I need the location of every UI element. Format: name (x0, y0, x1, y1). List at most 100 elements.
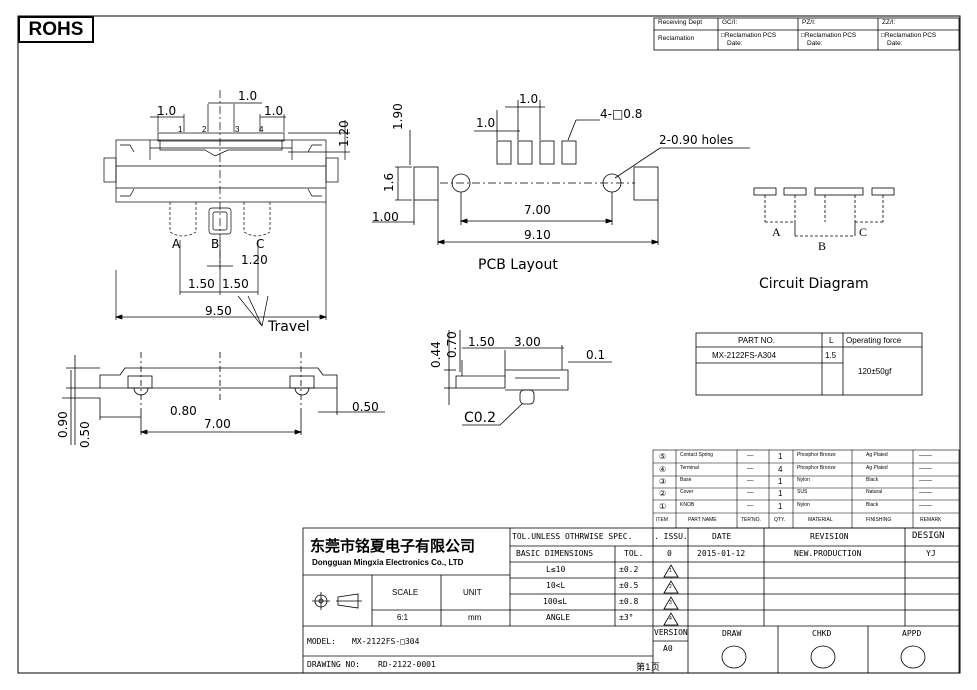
dim-pitch-c: 1.0 (264, 104, 284, 118)
bom-header-qty: QTY. (774, 517, 786, 523)
model-label: MODEL: (307, 637, 336, 646)
bom-cell-no: ⑤ (659, 452, 667, 461)
bom-cell-qty: 4 (778, 465, 783, 474)
dim-pcb-pitch-b: 1.0 (476, 116, 496, 130)
bom-cell-finish: Natural (866, 489, 883, 495)
pos-a: A (172, 237, 181, 251)
bom-cell-finish: Ag Plated (866, 452, 888, 458)
bom-cell-qty: 1 (778, 477, 783, 486)
dim-pcb-hole-span: 7.00 (524, 203, 551, 217)
rev-design: YJ (926, 549, 936, 558)
dim-side-h2: 0.70 (445, 331, 459, 358)
pos-c: C (256, 237, 265, 251)
dept-gc: GC/I: (722, 19, 738, 26)
chamfer-label: C0.2 (464, 410, 497, 426)
bom-header-ter: TER'NO. (741, 517, 761, 523)
bom-cell-qty: 1 (778, 452, 783, 461)
bom-cell-name: Base (680, 477, 692, 483)
date-3: Date: (887, 40, 903, 47)
rohs-badge: ROHS (18, 16, 94, 43)
circuit-a: A (772, 225, 781, 239)
bom-cell-no: ④ (659, 465, 667, 474)
dim-bottom-h2: 0.50 (78, 421, 92, 448)
dim-knob-offset: 1.20 (241, 253, 268, 267)
design-header: DESIGN (912, 531, 945, 541)
dept-pz: PZ/I: (802, 19, 816, 26)
dim-side-w1: 1.50 (468, 335, 495, 349)
tol-range-4: ANGLE (546, 613, 571, 622)
bom-cell-material: Phosphor Bronze (797, 452, 836, 458)
bom-header-material: MATERIAL (808, 517, 833, 523)
unit-label: UNIT (463, 588, 482, 597)
dim-bottom-offset: 0.80 (170, 404, 197, 418)
rev-date: 2015-01-12 (697, 549, 746, 558)
bom-cell-qty: 1 (778, 502, 783, 511)
bom-cell-name: Cover (680, 489, 694, 495)
force-value: 120±50gf (858, 367, 892, 376)
dim-height-right: 1.20 (337, 120, 351, 147)
dim-bottom-right: 0.50 (352, 400, 379, 414)
chkd-label: CHKD (812, 629, 832, 638)
unit-value: mm (468, 613, 482, 622)
pcb-layout-view (372, 100, 750, 245)
date-2: Date: (807, 40, 823, 47)
tol-header: TOL. (624, 549, 644, 558)
dim-side-w2: 3.00 (514, 335, 541, 349)
reclamation-pcs-2: □Reclamation PCS (801, 32, 857, 39)
bom-cell-material: Nylon (797, 477, 810, 483)
dim-pitch-b: 1.0 (238, 89, 258, 103)
company-name-cn: 东莞市铭夏电子有限公司 (310, 537, 476, 555)
dim-pcb-pitch-a: 1.0 (519, 92, 539, 106)
dim-side-h1: 0.44 (429, 341, 443, 368)
part-no-header: PART NO. (738, 336, 775, 345)
bom-cell-remark: —— (919, 502, 932, 509)
rev-mark-3: 3 (669, 600, 672, 606)
part-no-value: MX-2122FS-A304 (712, 351, 777, 360)
title-block-lines (302, 527, 960, 674)
scale-value: 6:1 (397, 613, 409, 622)
bom-cell-finish: Ag Plated (866, 465, 888, 471)
model-value: MX-2122FS-□304 (352, 637, 420, 646)
part-table-lines (695, 332, 923, 396)
bom-cell-material: Phosphor Bronze (797, 465, 836, 471)
circuit-diagram-title: Circuit Diagram (759, 276, 869, 292)
bom-cell-no: ① (659, 502, 667, 511)
tol-range-1: L≤10 (546, 565, 566, 574)
pos-b: B (211, 237, 220, 251)
bom-cell-material: SUS (797, 489, 808, 495)
bom-cell-ter: — (747, 502, 754, 509)
bom-cell-ter: — (747, 465, 754, 472)
bom-cell-material: Nylon (797, 502, 810, 508)
bom-cell-qty: 1 (778, 489, 783, 498)
pad-note: 4-□0.8 (600, 107, 643, 121)
tol-range-2: 10<L (546, 581, 566, 590)
dept-zz: ZZ/I: (882, 19, 896, 26)
l-value: 1.5 (825, 351, 837, 360)
dim-overall-length: 9.50 (205, 304, 232, 318)
circuit-c: C (859, 225, 868, 239)
draw-label: DRAW (722, 629, 742, 638)
dim-pcb-total: 9.10 (524, 228, 551, 242)
bom-cell-ter: — (747, 489, 754, 496)
holes-note: 2-0.90 holes (659, 133, 734, 147)
company-name-en: Dongguan Mingxia Electronics Co., LTD (312, 558, 464, 567)
approval-box-lines (653, 17, 960, 51)
circuit-diagram (753, 187, 895, 237)
page-number: 第1页 (636, 663, 660, 673)
bom-cell-ter: — (747, 477, 754, 484)
tol-value-4: ±3° (619, 613, 634, 622)
tol-value-2: ±0.5 (619, 581, 639, 590)
reclamation-label: Reclamation (658, 35, 695, 42)
bom-header-finish: FINISHING (866, 517, 892, 523)
bom-header-remark: REMARK (920, 517, 942, 523)
dim-travel-right: 1.50 (222, 277, 249, 291)
bom-header-name: PART NAME (688, 517, 717, 523)
bottom-view (62, 352, 385, 445)
bom-cell-ter: — (747, 452, 754, 459)
rev-mark-2: 2 (669, 584, 672, 590)
revision-header: REVISION (810, 532, 849, 541)
pcb-layout-title: PCB Layout (478, 257, 558, 273)
bom-cell-remark: —— (919, 489, 932, 496)
tol-spec: TOL.UNLESS OTHRWISE SPEC. (512, 532, 633, 541)
